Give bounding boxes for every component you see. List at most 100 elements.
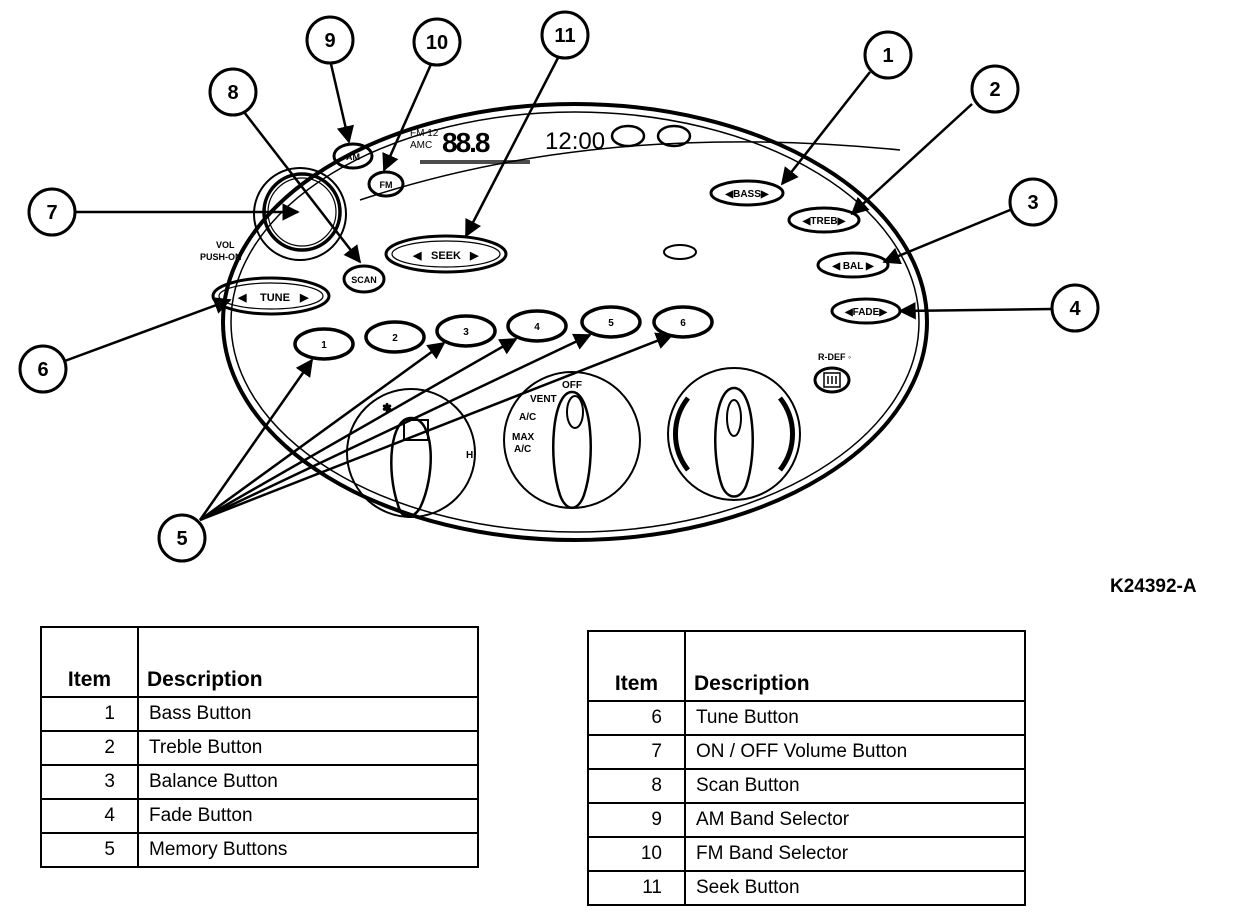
preset-button-6[interactable]: 6 bbox=[652, 305, 714, 339]
svg-text:1: 1 bbox=[882, 45, 893, 67]
preset-button-4[interactable]: 4 bbox=[506, 309, 568, 343]
item-description: Fade Button bbox=[137, 798, 479, 834]
svg-text:5: 5 bbox=[608, 318, 614, 329]
svg-text:MAX: MAX bbox=[512, 432, 535, 443]
brand-logo bbox=[663, 244, 697, 260]
svg-text:FM: FM bbox=[380, 180, 393, 190]
tune-button[interactable]: ◀ TUNE ▶ bbox=[211, 276, 331, 316]
leader-10 bbox=[382, 61, 434, 172]
leader-1 bbox=[780, 71, 871, 186]
leader-8 bbox=[243, 111, 362, 264]
table-row: 2 Treble Button bbox=[40, 730, 479, 766]
svg-text:1: 1 bbox=[321, 340, 327, 351]
svg-text:8: 8 bbox=[227, 82, 238, 104]
display-button-left[interactable] bbox=[610, 124, 646, 148]
svg-text:7: 7 bbox=[46, 202, 57, 224]
mode-selector-knob[interactable]: OFF VENT A/C MAX A/C bbox=[503, 371, 641, 509]
item-number: 3 bbox=[40, 764, 139, 800]
scan-button[interactable]: SCAN bbox=[342, 264, 386, 294]
item-number: 4 bbox=[40, 798, 139, 834]
svg-text:◀BASS▶: ◀BASS▶ bbox=[724, 189, 770, 200]
display-band-amc: AMC bbox=[410, 140, 432, 151]
radio-panel-diagram: FM 12 AMC 88.8 12:00 VOL PUSH-ON AM FM S… bbox=[18, 10, 1100, 563]
preset-button-1[interactable]: 1 bbox=[293, 327, 355, 361]
table-row: 7 ON / OFF Volume Button bbox=[587, 734, 1026, 770]
preset-button-5[interactable]: 5 bbox=[580, 305, 642, 339]
seek-button[interactable]: ◀ SEEK ▶ bbox=[384, 234, 508, 274]
svg-text:◀ BAL ▶: ◀ BAL ▶ bbox=[831, 261, 875, 272]
svg-text:6: 6 bbox=[680, 318, 686, 329]
callout-9: 9 bbox=[305, 15, 355, 65]
svg-text:2: 2 bbox=[392, 333, 398, 344]
item-number: 7 bbox=[587, 734, 686, 770]
figure-id: K24392-A bbox=[1110, 576, 1197, 597]
leader-2 bbox=[850, 103, 973, 216]
svg-text:9: 9 bbox=[324, 30, 335, 52]
header-description: Description bbox=[684, 630, 1026, 702]
callout-4: 4 bbox=[1050, 283, 1100, 333]
am-button[interactable]: AM bbox=[332, 142, 374, 170]
svg-text:◀: ◀ bbox=[237, 292, 247, 304]
svg-text:SEEK: SEEK bbox=[431, 250, 461, 262]
item-number: 9 bbox=[587, 802, 686, 838]
callout-5: 5 bbox=[157, 513, 207, 563]
item-description: Seek Button bbox=[684, 870, 1026, 906]
temperature-knob[interactable] bbox=[667, 367, 801, 501]
treble-button[interactable]: ◀TREB▶ bbox=[787, 206, 861, 234]
svg-text:▶: ▶ bbox=[299, 292, 309, 304]
svg-text:AM: AM bbox=[346, 152, 360, 162]
svg-text:2: 2 bbox=[989, 79, 1000, 101]
display-frequency: 88.8 bbox=[442, 127, 490, 158]
preset-button-3[interactable]: 3 bbox=[435, 314, 497, 348]
svg-text:A/C: A/C bbox=[514, 444, 531, 455]
rear-defrost-button[interactable] bbox=[813, 366, 851, 394]
push-on-label: PUSH-ON bbox=[200, 252, 242, 262]
bass-button[interactable]: ◀BASS▶ bbox=[709, 179, 785, 207]
leader-lines bbox=[61, 53, 1053, 522]
preset-button-2[interactable]: 2 bbox=[364, 320, 426, 354]
callout-2: 2 bbox=[970, 64, 1020, 114]
legend-header-row: Item Description bbox=[587, 630, 1026, 702]
legend-table-right: Item Description 6 Tune Button 7 ON / OF… bbox=[587, 630, 1026, 906]
item-number: 10 bbox=[587, 836, 686, 872]
item-description: Balance Button bbox=[137, 764, 479, 800]
leader-5b bbox=[199, 341, 446, 522]
svg-text:SCAN: SCAN bbox=[351, 275, 377, 285]
item-description: Scan Button bbox=[684, 768, 1026, 804]
display-button-right[interactable] bbox=[656, 124, 692, 148]
volume-knob[interactable] bbox=[253, 167, 347, 261]
table-row: 6 Tune Button bbox=[587, 700, 1026, 736]
fan-speed-knob[interactable]: ✽ HI bbox=[346, 388, 476, 518]
leader-6 bbox=[61, 297, 232, 364]
display-band-fm: FM 12 bbox=[410, 128, 439, 139]
legend-table-left: Item Description 1 Bass Button 2 Treble … bbox=[40, 626, 479, 868]
item-description: Bass Button bbox=[137, 696, 479, 732]
leader-5a bbox=[198, 358, 314, 521]
table-row: 9 AM Band Selector bbox=[587, 802, 1026, 838]
table-row: 11 Seek Button bbox=[587, 870, 1026, 906]
callout-3: 3 bbox=[1008, 177, 1058, 227]
fade-button[interactable]: ◀FADE▶ bbox=[830, 297, 902, 325]
svg-text:4: 4 bbox=[1069, 298, 1081, 320]
item-number: 8 bbox=[587, 768, 686, 804]
callout-11: 11 bbox=[540, 10, 590, 60]
item-number: 11 bbox=[587, 870, 686, 906]
header-description: Description bbox=[137, 626, 479, 698]
callout-8: 8 bbox=[208, 67, 258, 117]
leader-4 bbox=[898, 302, 1053, 320]
svg-text:◀TREB▶: ◀TREB▶ bbox=[802, 216, 847, 227]
callout-1: 1 bbox=[863, 30, 913, 80]
balance-button[interactable]: ◀ BAL ▶ bbox=[816, 251, 890, 279]
svg-text:A/C: A/C bbox=[519, 412, 536, 423]
fm-button[interactable]: FM bbox=[367, 170, 405, 198]
vol-label: VOL bbox=[216, 240, 235, 250]
legend-header-row: Item Description bbox=[40, 626, 479, 698]
callout-10: 10 bbox=[412, 17, 462, 67]
svg-text:11: 11 bbox=[554, 25, 575, 47]
table-row: 8 Scan Button bbox=[587, 768, 1026, 804]
svg-text:✽: ✽ bbox=[382, 401, 392, 415]
table-row: 10 FM Band Selector bbox=[587, 836, 1026, 872]
svg-text:6: 6 bbox=[37, 359, 48, 381]
leader-5c bbox=[199, 337, 518, 522]
svg-text:▶: ▶ bbox=[469, 250, 479, 262]
